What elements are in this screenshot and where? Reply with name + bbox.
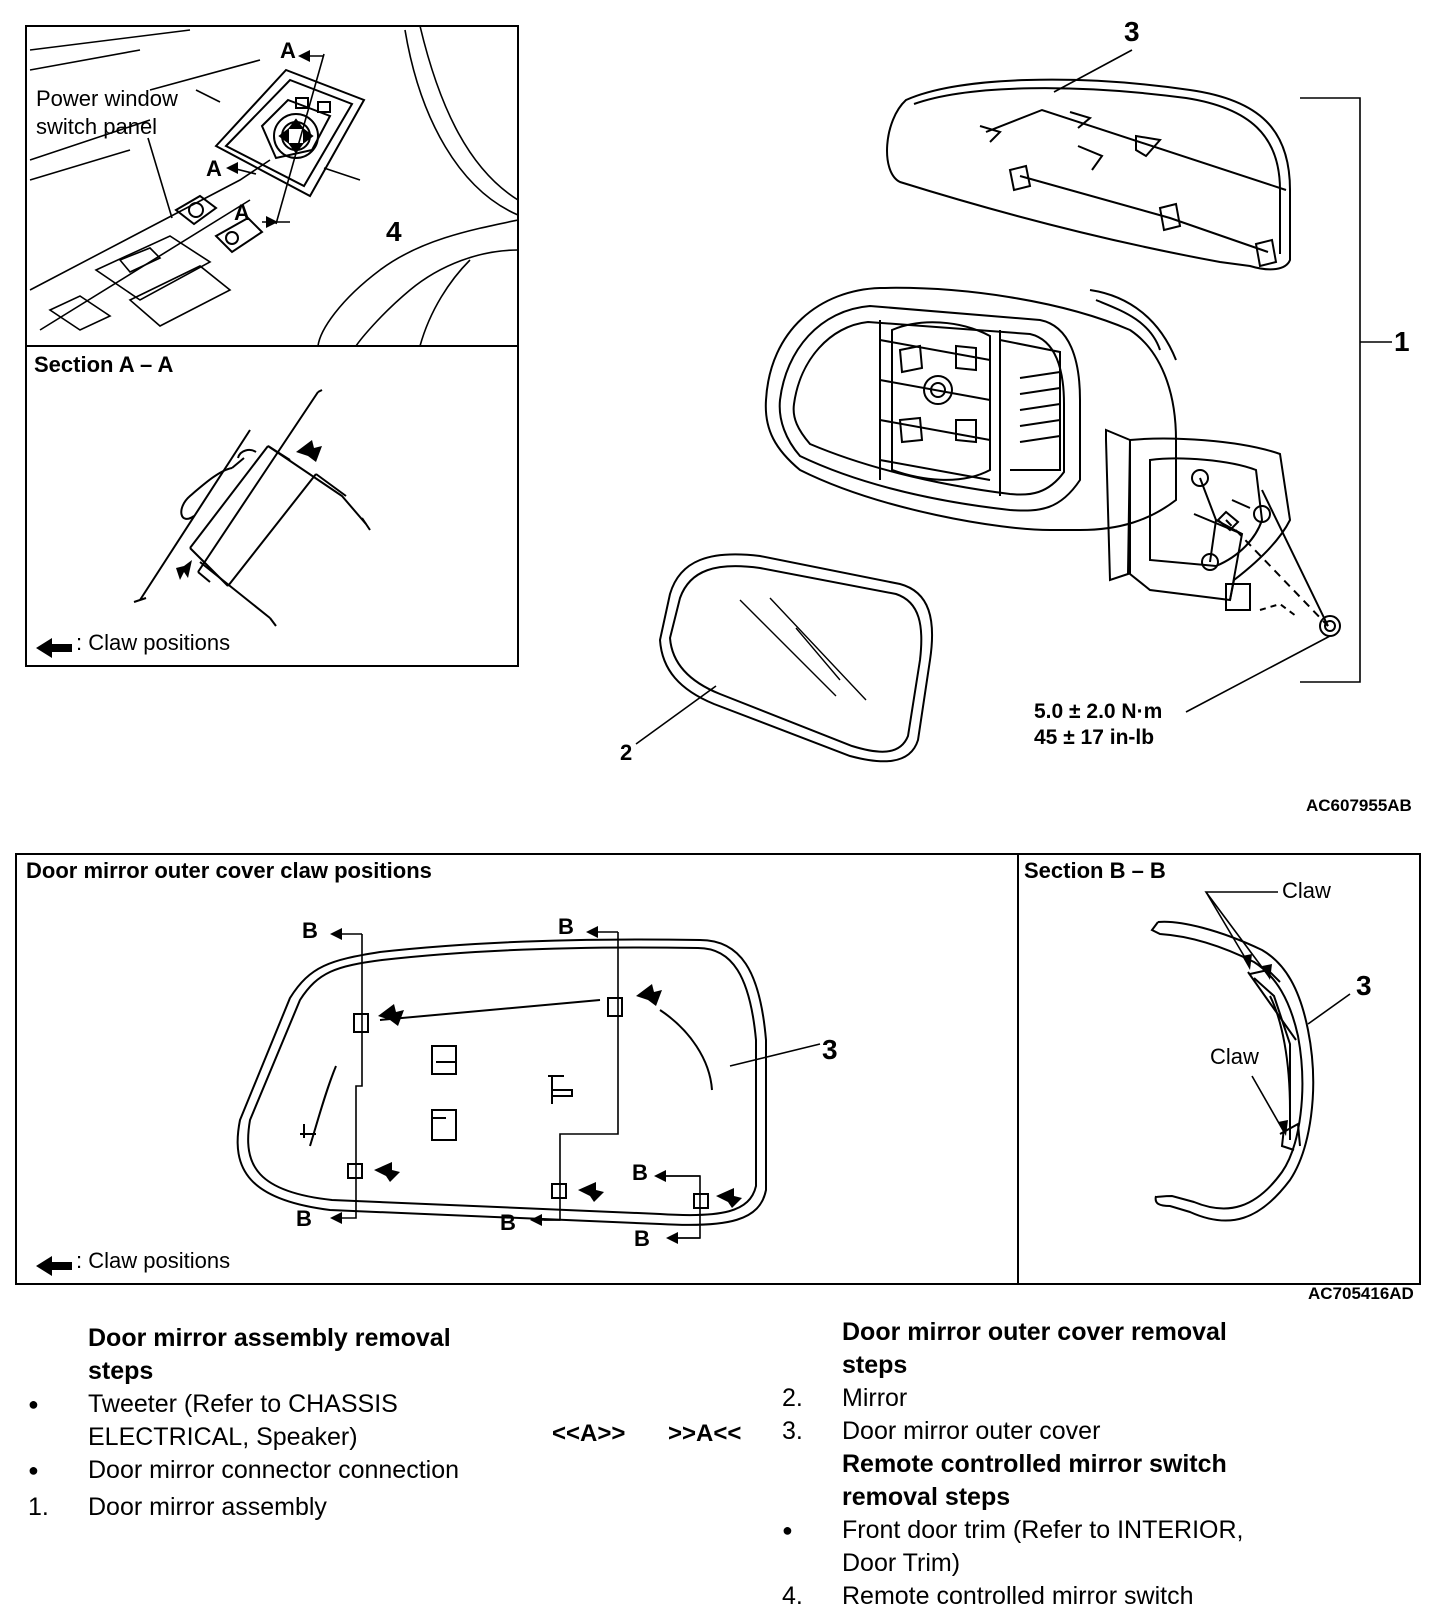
label-switch-panel: switch panel: [36, 114, 158, 139]
label-claw-2: Claw: [1210, 1044, 1259, 1069]
step-trim-line-1: Front door trim (Refer to INTERIOR,: [842, 1516, 1244, 1544]
switch-panel-leader: [147, 137, 173, 219]
step-switch: 4. Remote controlled mirror switch: [782, 1580, 1442, 1613]
step-assembly: 1. Door mirror assembly: [28, 1491, 548, 1524]
step-tweeter-line-2: ELECTRICAL, Speaker): [88, 1423, 358, 1451]
label-section-a-top-1: A: [280, 38, 296, 63]
callout-2: 2: [620, 740, 633, 765]
label-section-a-top-2: A: [206, 156, 222, 181]
claw-positions-title: Door mirror outer cover claw positions: [26, 858, 432, 883]
label-b-2: B: [558, 914, 574, 939]
cover-heading-1: Door mirror outer cover removal: [842, 1318, 1227, 1346]
switch-heading-2: removal steps: [842, 1483, 1011, 1511]
section-a-drawing: [133, 389, 371, 627]
section-a-claw-arrows: [36, 440, 322, 658]
label-b-3: B: [296, 1206, 312, 1231]
bottom-frame-outer: [15, 853, 1421, 1285]
section-b-cut-lines: [340, 932, 821, 1239]
step-connector-text: Door mirror connector connection: [88, 1456, 459, 1484]
callout-1: 1: [1394, 326, 1410, 357]
step-number: 3.: [782, 1417, 803, 1445]
claw-positions-legend-bottom: : Claw positions: [76, 1248, 231, 1273]
mirror-base-drawing: [1105, 428, 1292, 611]
b-arrow-stems: [342, 931, 700, 1239]
label-b-6: B: [634, 1226, 650, 1251]
bullet: ●: [28, 1394, 39, 1414]
step-cover-text: Door mirror outer cover: [842, 1417, 1101, 1445]
note-a-right: >>A<<: [668, 1420, 742, 1447]
section-b-drawing: [1150, 920, 1315, 1222]
assembly-heading-1: Door mirror assembly removal: [88, 1324, 451, 1352]
flange-nut: [1185, 489, 1341, 713]
cover-heading-2: steps: [842, 1351, 908, 1379]
torque-inlb: 45 ± 17 in-lb: [1034, 726, 1155, 749]
figure-id-bottom: AC705416AD: [1308, 1284, 1414, 1303]
section-b-leaders: [1204, 891, 1351, 1133]
callout-4: 4: [386, 216, 402, 247]
step-connector: ● Door mirror connector connection: [28, 1454, 548, 1487]
step-mirror-text: Mirror: [842, 1384, 908, 1412]
step-switch-text: Remote controlled mirror switch: [842, 1582, 1194, 1610]
inset-frame-switch: [25, 25, 519, 347]
label-section-a-top-3: A: [234, 200, 250, 225]
torque-nm: 5.0 ± 2.0 N·m: [1034, 700, 1163, 723]
step-number: 1.: [28, 1493, 49, 1521]
section-a-title: Section A – A: [34, 352, 174, 377]
mirror-glass-drawing: [658, 553, 934, 763]
step-number: 2.: [782, 1384, 803, 1412]
bullet: ●: [782, 1520, 793, 1540]
assembly-removal-steps: Door mirror assembly removal steps ● Twe…: [28, 1322, 548, 1524]
label-claw-1: Claw: [1282, 878, 1331, 903]
outer-cover-flat-drawing: [236, 938, 767, 1226]
step-tweeter-line-1: Tweeter (Refer to CHASSIS: [88, 1390, 398, 1418]
callout-3-bottom-right: 3: [1356, 970, 1372, 1001]
callout-3-bottom-left: 3: [822, 1034, 838, 1065]
label-b-5: B: [632, 1160, 648, 1185]
step-tweeter: ● Tweeter (Refer to CHASSIS ELECTRICAL, …: [28, 1388, 548, 1454]
section-b-claw-arrowheads: [1242, 954, 1288, 1136]
figure-id-top: AC607955AB: [1306, 796, 1412, 815]
inset-frame-section-a: [25, 345, 519, 667]
step-cover: 3. Door mirror outer cover: [782, 1415, 1442, 1448]
label-b-1: B: [302, 918, 318, 943]
callout-3-top: 3: [1124, 16, 1140, 47]
claw-positions-legend-top: : Claw positions: [76, 630, 231, 655]
section-b-arrows: [36, 926, 742, 1276]
label-power-window: Power window: [36, 86, 178, 111]
step-trim-line-2: Door Trim): [842, 1549, 961, 1577]
label-b-4: B: [500, 1210, 516, 1235]
bullet: ●: [28, 1460, 39, 1480]
power-window-switch-panel: [174, 68, 366, 254]
door-panel-lines: [29, 25, 519, 347]
note-a-left: <<A>>: [552, 1420, 626, 1447]
cover-and-switch-removal-steps: Door mirror outer cover removal steps 2.…: [782, 1316, 1442, 1613]
assembly-heading-2: steps: [88, 1357, 154, 1385]
section-a-arrows: [226, 50, 310, 228]
step-trim: ● Front door trim (Refer to INTERIOR, Do…: [782, 1514, 1442, 1580]
outer-cover-drawing: [886, 78, 1291, 271]
switch-heading-1: Remote controlled mirror switch: [842, 1450, 1227, 1478]
step-assembly-text: Door mirror assembly: [88, 1493, 327, 1521]
callout-leaders: [635, 49, 1392, 745]
step-number: 4.: [782, 1582, 803, 1610]
section-b-title: Section B – B: [1024, 858, 1166, 883]
step-mirror: 2. Mirror: [782, 1382, 1442, 1415]
mirror-housing-drawing: [764, 286, 1177, 531]
